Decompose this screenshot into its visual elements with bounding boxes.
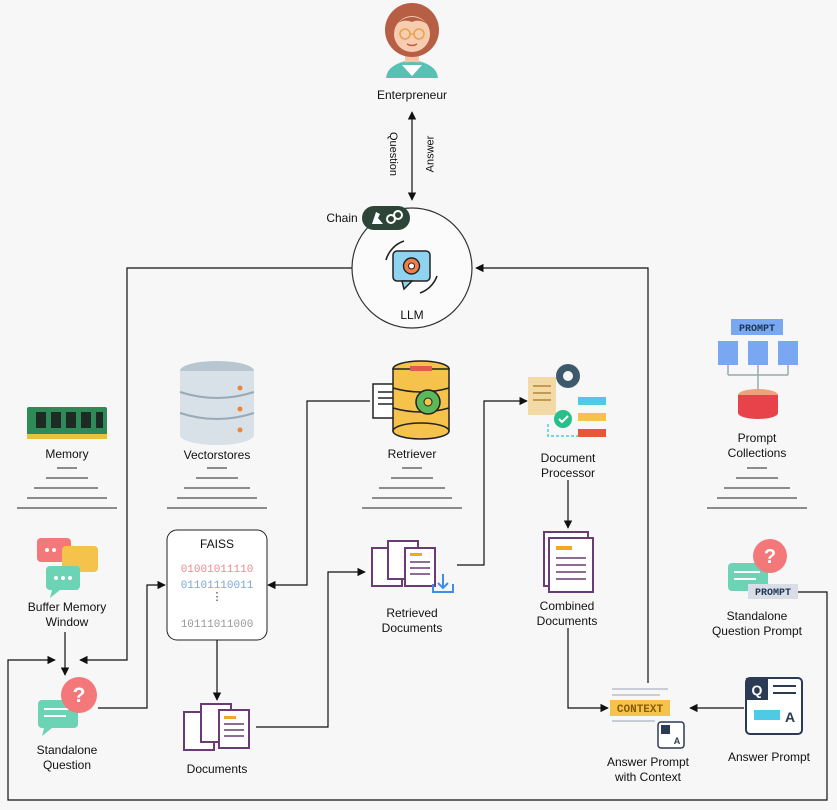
qa-document-icon: Q A [745,677,803,735]
buffer-memory-window-label-line1: Buffer Memory [27,600,107,614]
retrieved-documents-label-line1: Retrieved [386,606,438,620]
document-processor-label-line1: Document [540,451,596,465]
chain-label: Chain [326,211,358,225]
standalone-question-prompt-label-line2: Question Prompt [711,624,803,638]
prompt-collections-underlines [707,467,807,509]
documents-download-icon [371,540,454,593]
edge-answer-context-to-llm [475,263,649,683]
combined-documents-label-line2: Documents [536,614,598,628]
llm-label: LLM [400,308,424,322]
prompt-collections-label-line2: Collections [727,446,787,460]
answer-edge-label: Answer [424,135,437,173]
standalone-question-prompt-label: Standalone Question Prompt [712,609,802,639]
standalone-question-label-line2: Question [42,758,92,772]
edge-llm-to-standalone-question [79,267,356,665]
answer-prompt-label: Answer Prompt [727,750,811,764]
svg-text:A: A [674,736,681,746]
buffer-memory-window-label-line2: Window [45,615,89,629]
question-edge-label: Question [387,131,400,177]
document-processor-label: Document Processor [541,451,596,481]
svg-text:A: A [785,709,795,725]
svg-text:10111011000: 10111011000 [181,619,254,631]
person-avatar-icon [385,3,439,80]
prompt-collections-label-line1: Prompt [737,431,777,445]
langchain-parrot-link-icon [362,206,410,230]
faiss-label: FAISS [199,537,235,551]
svg-text:01101110011: 01101110011 [181,580,254,592]
documents-stack-icon [183,703,250,751]
svg-text:01001011110: 01001011110 [181,564,254,576]
answer-prompt-with-context-label-line2: with Context [614,770,682,784]
edge-documents-to-retrieved [256,567,366,728]
entrepreneur-label: Enterpreneur [376,88,448,102]
ram-memory-stick-icon [27,407,107,439]
edge-standalone-to-faiss [98,580,166,709]
answer-prompt-with-context-label: Answer Prompt with Context [607,755,689,785]
combined-documents-label: Combined Documents [537,599,598,629]
database-server-icon [179,361,255,445]
svg-text:?: ? [73,684,86,707]
edge-retriever-to-faiss [267,400,370,590]
documents-label: Documents [186,762,248,776]
memory-label: Memory [45,447,89,461]
document-stack-icon [543,531,594,593]
standalone-question-label: Standalone Question [37,743,98,773]
chat-bubbles-icon [37,538,98,598]
retrieved-documents-label: Retrieved Documents [382,606,443,636]
memory-underlines [17,467,117,509]
vectorstores-underlines [167,467,267,509]
standalone-question-label-line1: Standalone [36,743,98,757]
retriever-label: Retriever [387,447,437,461]
prompt-tree-database-icon [718,319,798,419]
edge-retrieved-to-processor [457,396,528,566]
question-prompt-badge: PROMPT [755,588,791,599]
context-badge: CONTEXT [617,704,664,716]
edge-question-prompt-to-standalone [7,591,828,801]
svg-text:Q: Q [752,682,763,698]
database-gear-icon [372,360,450,440]
retrieved-documents-label-line2: Documents [381,621,443,635]
svg-text:⋮: ⋮ [212,592,223,604]
edge-combined-to-answer-context [567,628,609,713]
retriever-underlines [362,467,462,509]
vectorstores-label: Vectorstores [183,448,251,462]
combined-documents-label-line1: Combined [539,599,595,613]
gear-chat-bubble-icon [385,240,438,294]
document-processor-label-line2: Processor [540,466,596,480]
context-qa-icon: A [610,688,685,749]
answer-prompt-with-context-label-line1: Answer Prompt [606,755,690,769]
question-bubble-icon: ? [38,677,97,736]
buffer-memory-window-label: Buffer Memory Window [28,600,106,630]
prompt-collections-badge: PROMPT [739,324,775,335]
binary-vector-index-icon: 01001011110 01101110011 ⋮ 10111011000 [181,564,254,631]
svg-text:?: ? [764,546,776,568]
standalone-question-prompt-label-line1: Standalone [726,609,788,623]
question-prompt-icon: ? [728,539,798,599]
document-gear-workflow-icon [528,364,606,437]
faiss-box[interactable] [166,529,268,641]
prompt-collections-label: Prompt Collections [728,431,787,461]
